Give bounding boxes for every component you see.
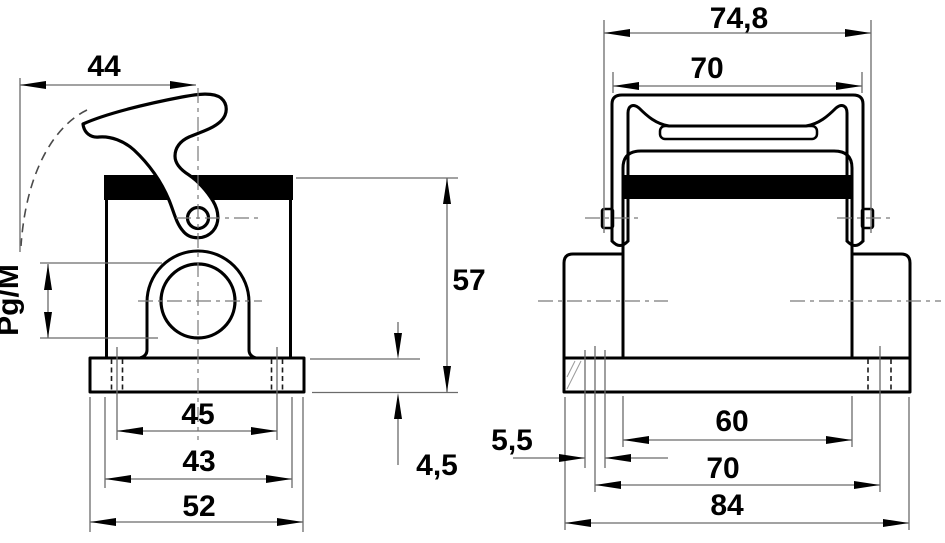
dim-label-5-5: 5,5: [491, 424, 533, 457]
dim-label-4-5: 4,5: [416, 449, 458, 482]
left-slot-hatch: [567, 361, 581, 389]
lever-swing-arc: [21, 110, 87, 246]
right-cable-boss: [852, 254, 910, 358]
right-view-dimensions: 74,8 70 5,5 60 70 84: [491, 2, 909, 530]
left-cable-boss: [564, 254, 623, 358]
bail-arm-tips: [612, 241, 863, 246]
dim-label-60: 60: [715, 405, 748, 438]
left-view: [21, 88, 304, 440]
dim-label-70-top: 70: [690, 52, 723, 85]
dim-label-57: 57: [452, 264, 485, 297]
dim-label-70-bottom: 70: [706, 452, 739, 485]
dim-label-45: 45: [181, 398, 214, 431]
dim-label-44: 44: [87, 50, 121, 83]
mounting-flange-front: [564, 358, 910, 392]
dim-label-84: 84: [710, 489, 744, 522]
dim-label-43: 43: [182, 445, 215, 478]
dim-label-52: 52: [182, 490, 215, 523]
left-view-dimensions: 44 Pg/M 57 4,5 45 43 52: [0, 50, 486, 532]
seal-band-front: [623, 176, 852, 198]
mounting-holes-hidden-lines: [112, 359, 283, 391]
dimension-lines-right: [513, 33, 909, 523]
bail-plate: [660, 126, 817, 139]
dim-label-74-8: 74,8: [710, 2, 768, 35]
dim-label-pg-m: Pg/M: [0, 264, 25, 336]
extension-lines-left: [20, 78, 458, 532]
